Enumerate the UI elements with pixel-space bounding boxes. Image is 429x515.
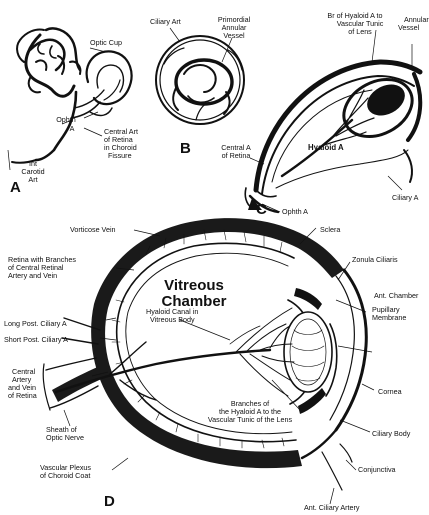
svg-text:of Choroid Coat: of Choroid Coat <box>40 471 90 480</box>
svg-text:Vorticose Vein: Vorticose Vein <box>70 225 116 234</box>
label-cornea: Cornea <box>378 387 402 396</box>
svg-text:A: A <box>10 179 21 196</box>
svg-text:Zonula Ciliaris: Zonula Ciliaris <box>352 255 398 264</box>
svg-text:Membrane: Membrane <box>372 313 406 322</box>
svg-text:Ant. Chamber: Ant. Chamber <box>374 291 419 300</box>
label-central-art-4: Fissure <box>108 151 132 160</box>
label-vascular-plexus-2: of Choroid Coat <box>40 471 90 480</box>
svg-text:Vessel: Vessel <box>223 31 245 40</box>
label-ophth-a-2: A <box>70 124 75 133</box>
label-vorticose-vein: Vorticose Vein <box>70 225 116 234</box>
svg-text:Fissure: Fissure <box>108 151 132 160</box>
svg-text:of Retina: of Retina <box>8 391 37 400</box>
panel-d: Vorticose Vein Sclera Retina with Branch… <box>4 218 419 512</box>
svg-text:Vitreous Body: Vitreous Body <box>150 315 195 324</box>
svg-text:Vitreous: Vitreous <box>164 277 224 294</box>
svg-text:Vascular Tunic of the Lens: Vascular Tunic of the Lens <box>208 415 293 424</box>
svg-text:C: C <box>256 201 267 218</box>
label-ant-chamber: Ant. Chamber <box>374 291 419 300</box>
svg-text:Hyaloid A: Hyaloid A <box>308 143 344 152</box>
svg-text:Chamber: Chamber <box>161 293 226 310</box>
label-hyaloid-br-3: of Lens <box>348 27 372 36</box>
svg-text:Ciliary Body: Ciliary Body <box>372 429 411 438</box>
label-sheath-optic-2: Optic Nerve <box>46 433 84 442</box>
panel-a: Optic Cup Ophth A Central Art of Retina … <box>8 28 138 196</box>
svg-text:B: B <box>180 140 191 157</box>
svg-text:Ciliary Art: Ciliary Art <box>150 17 181 26</box>
panel-letter-b: B <box>180 140 191 157</box>
panel-letter-a: A <box>10 179 21 196</box>
panel-letter-c: C <box>256 201 267 218</box>
label-zonula-ciliaris: Zonula Ciliaris <box>352 255 398 264</box>
label-conjunctiva: Conjunctiva <box>358 465 396 474</box>
label-central-a-retina-2: of Retina <box>222 151 251 160</box>
svg-text:Optic Nerve: Optic Nerve <box>46 433 84 442</box>
label-ophth-a-1: Ophth <box>56 115 76 124</box>
label-retina-branches-3: Artery and Vein <box>8 271 57 280</box>
svg-text:Ciliary A: Ciliary A <box>392 193 419 202</box>
label-c-ciliary-a: Ciliary A <box>392 193 419 202</box>
label-ciliary-art: Ciliary Art <box>150 17 181 26</box>
label-hyaloid-branches-3: Vascular Tunic of the Lens <box>208 415 293 424</box>
svg-text:Artery and Vein: Artery and Vein <box>8 271 57 280</box>
svg-text:A: A <box>70 124 75 133</box>
svg-text:Cornea: Cornea <box>378 387 402 396</box>
svg-text:of Lens: of Lens <box>348 27 372 36</box>
label-ciliary-body: Ciliary Body <box>372 429 411 438</box>
svg-text:D: D <box>104 493 115 510</box>
svg-text:of Retina: of Retina <box>222 151 251 160</box>
svg-text:Ophth: Ophth <box>56 115 76 124</box>
panel-c: Br of Hyaloid A to Vascular Tunic of Len… <box>221 11 429 218</box>
panel-letter-d: D <box>104 493 115 510</box>
label-central-artery-vein-4: of Retina <box>8 391 37 400</box>
svg-text:Ophth A: Ophth A <box>282 207 308 216</box>
label-short-post-ciliary: Short Post. Ciliary A <box>4 335 68 344</box>
label-annular-2: Vessel <box>398 23 420 32</box>
label-optic-cup: Optic Cup <box>90 38 122 47</box>
svg-text:Sclera: Sclera <box>320 225 340 234</box>
label-primordial-3: Vessel <box>223 31 245 40</box>
panel-b: Ciliary Art Primordial Annular Vessel B <box>150 15 251 157</box>
label-pupillary-membrane-2: Membrane <box>372 313 406 322</box>
label-int-carotid-3: Art <box>28 175 37 184</box>
svg-text:Optic Cup: Optic Cup <box>90 38 122 47</box>
svg-text:Short Post. Ciliary A: Short Post. Ciliary A <box>4 335 68 344</box>
chamber-label-2: Chamber <box>161 293 226 310</box>
label-sclera: Sclera <box>320 225 340 234</box>
label-ant-ciliary-artery: Ant. Ciliary Artery <box>304 503 360 512</box>
label-long-post-ciliary: Long Post. Ciliary A <box>4 319 67 328</box>
label-hyaloid-canal-2: Vitreous Body <box>150 315 195 324</box>
svg-text:Vessel: Vessel <box>398 23 420 32</box>
svg-text:Long Post. Ciliary A: Long Post. Ciliary A <box>4 319 67 328</box>
svg-text:Conjunctiva: Conjunctiva <box>358 465 396 474</box>
label-c-ophth-a: Ophth A <box>282 207 308 216</box>
chamber-label-1: Vitreous <box>164 277 224 294</box>
label-hyaloid-a: Hyaloid A <box>308 143 344 152</box>
svg-text:Ant. Ciliary Artery: Ant. Ciliary Artery <box>304 503 360 512</box>
svg-text:Art: Art <box>28 175 37 184</box>
